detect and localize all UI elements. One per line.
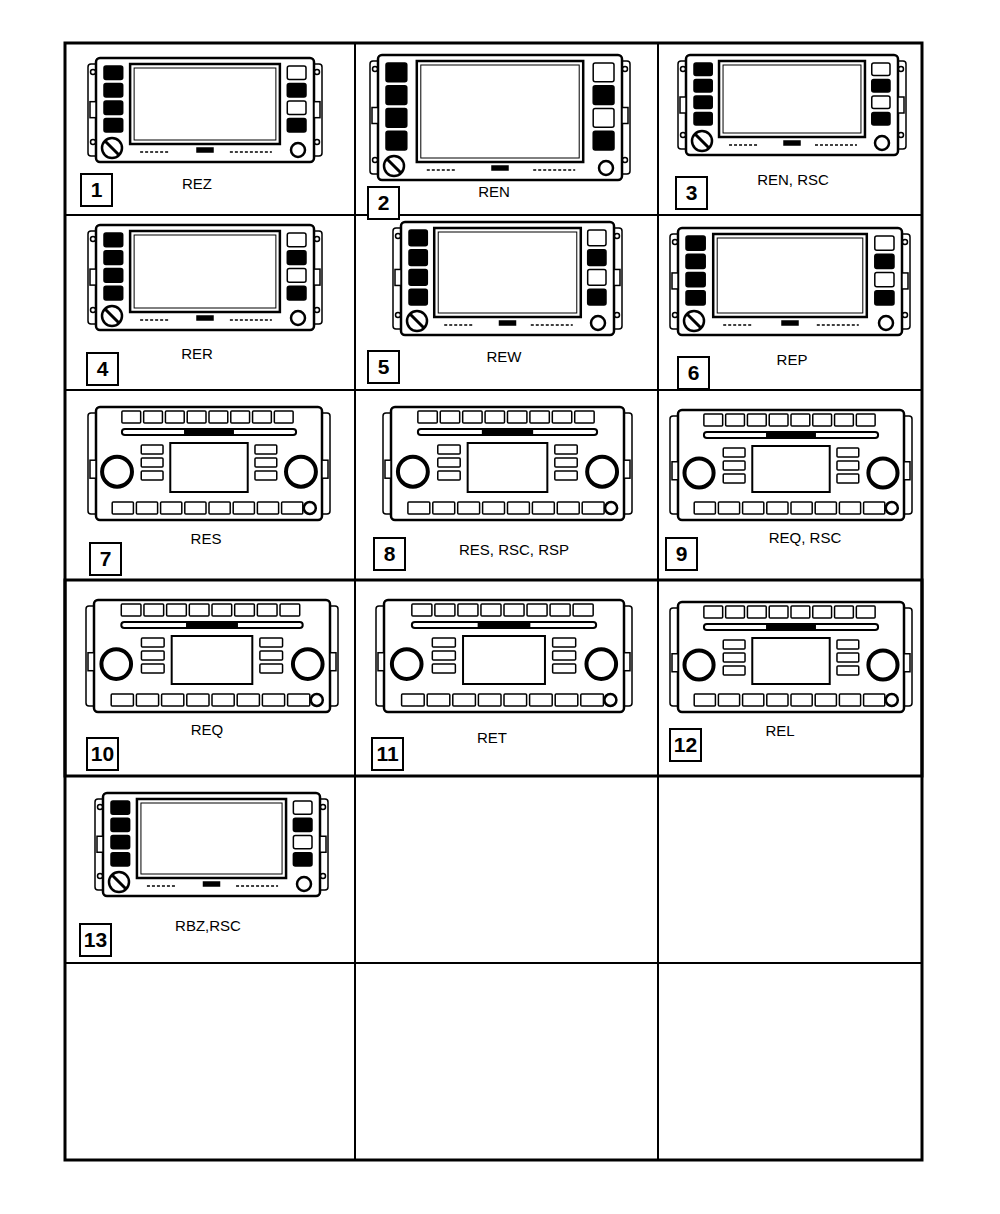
cd-radio (670, 602, 912, 712)
parts-cell: RBZ,RSC 13 (65, 776, 355, 963)
parts-cell: REQ, RSC 9 (658, 390, 922, 580)
option-code: RES, RSC, RSP (459, 541, 569, 559)
option-code: RES (191, 530, 222, 548)
callout-box: 9 (665, 537, 698, 571)
cd-radio (376, 600, 632, 712)
callout-box: 1 (80, 173, 113, 207)
parts-cell: REZ 1 (65, 43, 355, 215)
callout-number: 1 (91, 178, 103, 202)
parts-cell: RER 4 (65, 215, 355, 390)
callout-number: 3 (686, 181, 698, 205)
callout-box: 2 (367, 186, 400, 220)
cd-radio (670, 410, 912, 520)
option-code: REP (777, 351, 808, 369)
callout-box: 6 (677, 356, 710, 390)
parts-cell: RET 11 (355, 580, 658, 776)
navigation-radio (95, 793, 328, 896)
parts-cell: RES 7 (65, 390, 355, 580)
callout-box: 5 (367, 350, 400, 384)
callout-number: 6 (688, 361, 700, 385)
option-code: REL (765, 722, 794, 740)
callout-number: 10 (91, 742, 114, 766)
callout-box: 10 (86, 737, 119, 771)
callout-number: 13 (84, 928, 107, 952)
callout-box: 12 (669, 728, 702, 762)
callout-box: 8 (373, 537, 406, 571)
cd-radio (383, 407, 632, 520)
parts-cell: REP 6 (658, 215, 922, 390)
parts-cell: REN 2 (355, 43, 658, 215)
grid-lines (65, 43, 922, 1160)
navigation-radio (88, 225, 322, 330)
parts-cell: REQ 10 (65, 580, 355, 776)
callout-box: 11 (371, 737, 404, 771)
option-code: REZ (182, 175, 212, 193)
callout-number: 4 (97, 357, 109, 381)
option-code: REW (487, 348, 522, 366)
callout-box: 3 (675, 176, 708, 210)
option-code: REN (478, 183, 510, 201)
parts-cell: REL 12 (658, 580, 922, 776)
option-code: REN, RSC (757, 171, 829, 189)
parts-cell: REW 5 (355, 215, 658, 390)
navigation-radio (88, 58, 322, 162)
parts-cell: REN, RSC 3 (658, 43, 922, 215)
option-code: RBZ,RSC (175, 917, 241, 935)
option-code: RER (181, 345, 213, 363)
callout-box: 7 (89, 542, 122, 576)
navigation-radio (370, 55, 630, 180)
callout-number: 11 (376, 742, 398, 766)
callout-number: 8 (384, 542, 396, 566)
callout-number: 5 (378, 355, 390, 379)
navigation-radio (393, 222, 622, 335)
callout-box: 4 (86, 352, 119, 386)
parts-cell: RES, RSC, RSP 8 (355, 390, 658, 580)
option-code: REQ (191, 721, 224, 739)
navigation-radio (678, 55, 906, 155)
callout-number: 7 (100, 547, 112, 571)
option-code: REQ, RSC (769, 529, 842, 547)
cd-radio (86, 600, 338, 712)
option-code: RET (477, 729, 507, 747)
callout-number: 12 (674, 733, 697, 757)
callout-number: 2 (378, 191, 390, 215)
navigation-radio (670, 228, 910, 335)
callout-number: 9 (676, 542, 688, 566)
cd-radio (88, 407, 330, 520)
callout-box: 13 (79, 923, 112, 957)
